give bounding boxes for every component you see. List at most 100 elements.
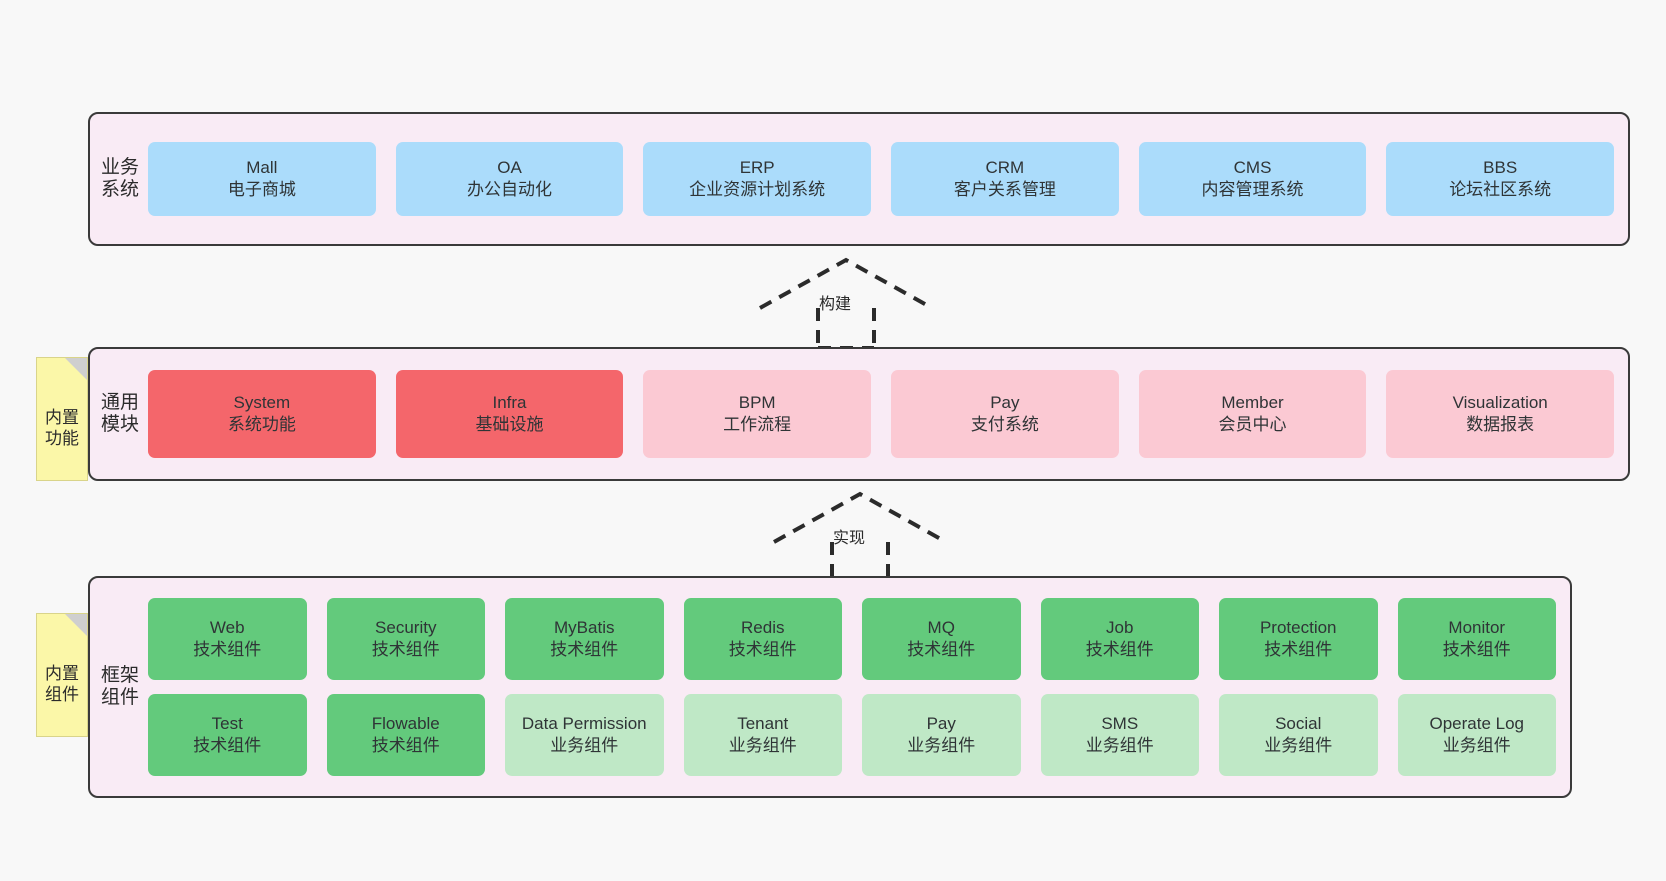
card-protection[interactable]: Protection 技术组件 xyxy=(1219,598,1378,680)
card-erp[interactable]: ERP 企业资源计划系统 xyxy=(643,142,872,216)
card-test[interactable]: Test 技术组件 xyxy=(148,694,307,776)
layer-body-business-systems: Mall 电子商城 OA 办公自动化 ERP 企业资源计划系统 CRM 客户关系… xyxy=(142,114,1628,244)
layer-business-systems: 业务系统 Mall 电子商城 OA 办公自动化 ERP 企业资源计划系统 CRM… xyxy=(88,112,1630,246)
card-cms[interactable]: CMS 内容管理系统 xyxy=(1138,142,1367,216)
card-subtitle: 支付系统 xyxy=(970,415,1039,434)
card-title: BBS xyxy=(1483,157,1518,177)
card-subtitle: 技术组件 xyxy=(907,640,976,659)
card-row: Mall 电子商城 OA 办公自动化 ERP 企业资源计划系统 CRM 客户关系… xyxy=(148,142,1615,216)
card-data-permission[interactable]: Data Permission 业务组件 xyxy=(505,694,664,776)
card-title: MQ xyxy=(927,617,955,637)
card-subtitle: 技术组件 xyxy=(1442,640,1511,659)
sticky-note-text: 内置功能 xyxy=(45,407,79,448)
card-web[interactable]: Web 技术组件 xyxy=(148,598,307,680)
layer-body-common-modules: System 系统功能 Infra 基础设施 BPM 工作流程 Pay 支付系统… xyxy=(142,349,1628,479)
card-system[interactable]: System 系统功能 xyxy=(148,370,376,458)
card-title: Security xyxy=(375,617,437,637)
card-title: Job xyxy=(1106,617,1134,637)
card-title: OA xyxy=(497,157,522,177)
card-title: Pay xyxy=(990,392,1020,412)
sticky-note-builtin-components: 内置组件 xyxy=(36,613,88,737)
card-subtitle: 技术组件 xyxy=(371,736,440,755)
card-subtitle: 内容管理系统 xyxy=(1201,180,1304,199)
card-title: Social xyxy=(1275,713,1322,733)
card-title: Protection xyxy=(1259,617,1337,637)
card-subtitle: 技术组件 xyxy=(550,640,619,659)
card-member[interactable]: Member 会员中心 xyxy=(1138,370,1367,458)
card-mq[interactable]: MQ 技术组件 xyxy=(862,598,1021,680)
card-row: System 系统功能 Infra 基础设施 BPM 工作流程 Pay 支付系统… xyxy=(148,370,1615,458)
card-title: System xyxy=(233,392,291,412)
card-mybatis[interactable]: MyBatis 技术组件 xyxy=(505,598,664,680)
card-subtitle: 电子商城 xyxy=(227,180,296,199)
card-sms[interactable]: SMS 业务组件 xyxy=(1040,694,1199,776)
card-bpm[interactable]: BPM 工作流程 xyxy=(643,370,872,458)
arrowhead-triangle-icon xyxy=(773,491,947,544)
card-title: Operate Log xyxy=(1429,713,1524,733)
card-pay-component[interactable]: Pay 业务组件 xyxy=(862,694,1021,776)
card-infra[interactable]: Infra 基础设施 xyxy=(395,370,624,458)
card-subtitle: 技术组件 xyxy=(193,640,262,659)
card-subtitle: 数据报表 xyxy=(1466,415,1535,434)
card-title: CRM xyxy=(985,157,1025,177)
card-title: Mall xyxy=(246,157,278,177)
card-subtitle: 论坛社区系统 xyxy=(1449,180,1552,199)
card-row: Test 技术组件 Flowable 技术组件 Data Permission … xyxy=(148,694,1556,776)
layer-framework-components: 框架组件 Web 技术组件 Security 技术组件 MyBatis 技术组件… xyxy=(88,576,1572,798)
connector-implement: 实现 xyxy=(770,491,950,584)
connector-label-build: 构建 xyxy=(819,296,852,313)
card-title: Web xyxy=(209,617,245,637)
card-social[interactable]: Social 业务组件 xyxy=(1219,694,1378,776)
card-title: Infra xyxy=(492,392,527,412)
card-oa[interactable]: OA 办公自动化 xyxy=(395,142,624,216)
page-fold-icon xyxy=(65,358,87,380)
sticky-note-builtin-features: 内置功能 xyxy=(36,357,88,481)
card-subtitle: 客户关系管理 xyxy=(953,180,1056,199)
card-subtitle: 办公自动化 xyxy=(467,180,552,199)
card-title: ERP xyxy=(739,157,775,177)
card-crm[interactable]: CRM 客户关系管理 xyxy=(891,142,1119,216)
sticky-note-text: 内置组件 xyxy=(45,663,79,704)
card-subtitle: 业务组件 xyxy=(1085,736,1154,755)
arrowhead-triangle-icon xyxy=(759,257,933,310)
card-title: CMS xyxy=(1233,157,1272,177)
card-monitor[interactable]: Monitor 技术组件 xyxy=(1397,598,1556,680)
card-tenant[interactable]: Tenant 业务组件 xyxy=(683,694,842,776)
card-title: BPM xyxy=(738,392,776,412)
card-subtitle: 技术组件 xyxy=(1264,640,1333,659)
card-subtitle: 系统功能 xyxy=(227,415,296,434)
connector-label-implement: 实现 xyxy=(833,530,866,547)
layer-body-framework-components: Web 技术组件 Security 技术组件 MyBatis 技术组件 Redi… xyxy=(142,578,1570,796)
card-subtitle: 业务组件 xyxy=(907,736,976,755)
card-subtitle: 业务组件 xyxy=(728,736,797,755)
card-flowable[interactable]: Flowable 技术组件 xyxy=(326,694,485,776)
card-operate-log[interactable]: Operate Log 业务组件 xyxy=(1397,694,1556,776)
card-title: MyBatis xyxy=(554,617,615,637)
card-mall[interactable]: Mall 电子商城 xyxy=(148,142,376,216)
card-subtitle: 技术组件 xyxy=(193,736,262,755)
card-job[interactable]: Job 技术组件 xyxy=(1040,598,1199,680)
card-subtitle: 技术组件 xyxy=(728,640,797,659)
card-subtitle: 企业资源计划系统 xyxy=(689,180,826,199)
card-visualization[interactable]: Visualization 数据报表 xyxy=(1386,370,1615,458)
card-redis[interactable]: Redis 技术组件 xyxy=(683,598,842,680)
page-fold-icon xyxy=(65,614,87,636)
layer-title-business-systems: 业务系统 xyxy=(100,156,139,200)
card-subtitle: 会员中心 xyxy=(1218,415,1287,434)
card-title: Test xyxy=(211,713,243,733)
card-title: Member xyxy=(1221,392,1284,412)
layer-common-modules: 通用模块 System 系统功能 Infra 基础设施 BPM 工作流程 Pay… xyxy=(88,347,1630,481)
layer-title-framework-components: 框架组件 xyxy=(100,664,139,708)
card-pay-module[interactable]: Pay 支付系统 xyxy=(891,370,1119,458)
card-security[interactable]: Security 技术组件 xyxy=(326,598,485,680)
card-title: Visualization xyxy=(1452,392,1548,412)
connector-build: 构建 xyxy=(756,257,936,350)
card-subtitle: 技术组件 xyxy=(1085,640,1154,659)
card-subtitle: 业务组件 xyxy=(1442,736,1511,755)
card-title: Data Permission xyxy=(521,713,647,733)
layer-title-common-modules: 通用模块 xyxy=(100,391,139,435)
card-subtitle: 工作流程 xyxy=(723,415,792,434)
card-bbs[interactable]: BBS 论坛社区系统 xyxy=(1386,142,1615,216)
card-subtitle: 基础设施 xyxy=(475,415,544,434)
